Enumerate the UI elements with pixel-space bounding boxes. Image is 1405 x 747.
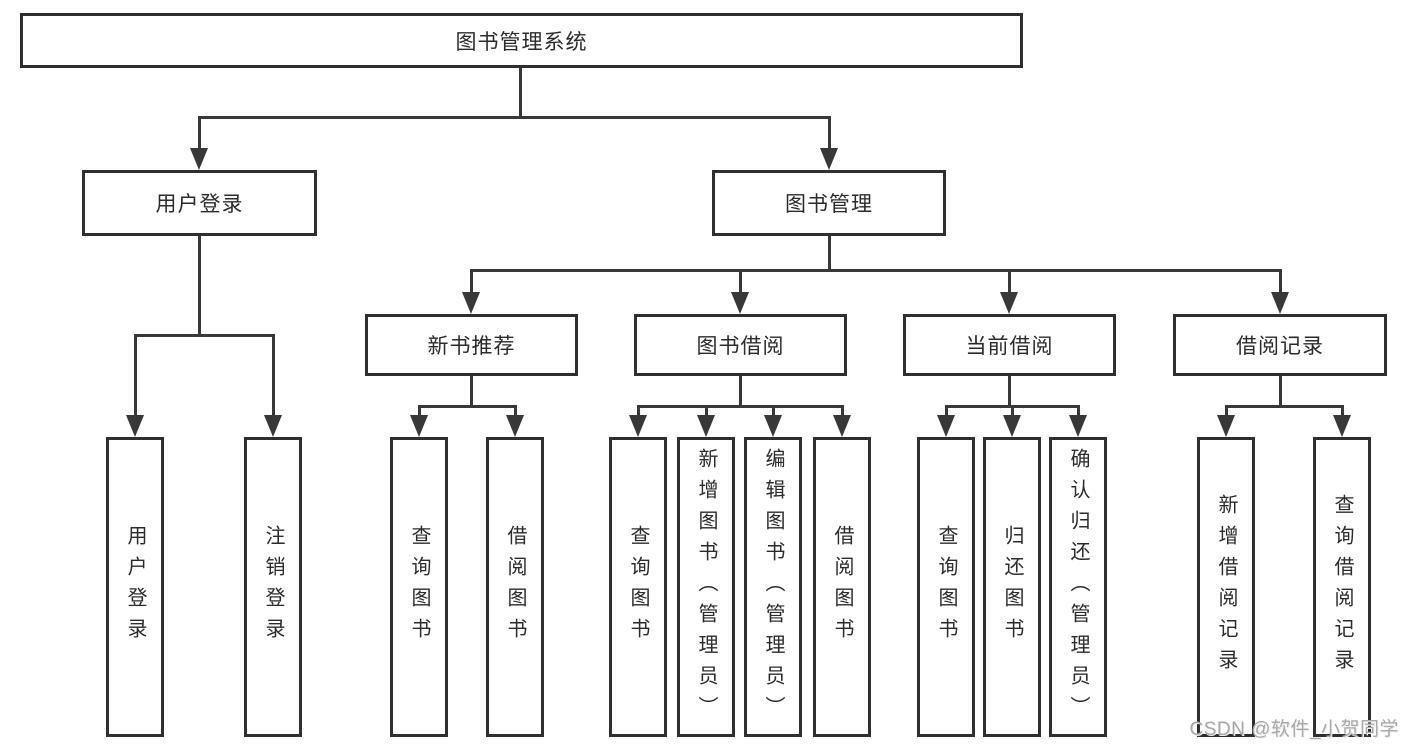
arrowhead-down-icon	[1217, 415, 1235, 437]
node-borrow-records-label: 借阅记录	[1236, 335, 1324, 358]
connector-book-mgmt-stem	[828, 236, 831, 272]
connector-drop-leaf	[705, 405, 708, 419]
connector-user-login-stem	[198, 236, 201, 336]
leaf-query-books-borrow: 查询图书	[609, 437, 667, 737]
leaf-user-login: 用户登录	[106, 437, 164, 737]
leaf-add-borrow-record: 新增借阅记录	[1197, 437, 1255, 737]
leaf-add-books-admin: 新增图书（管理员）	[677, 437, 735, 737]
arrowhead-down-icon	[833, 415, 851, 437]
arrowhead-down-icon	[462, 292, 480, 314]
node-current-borrow-label: 当前借阅	[965, 335, 1054, 358]
connector-new-book-bar	[418, 405, 517, 408]
arrowhead-down-icon	[1000, 292, 1018, 314]
node-new-book-recommend-label: 新书推荐	[427, 335, 516, 358]
leaf-return-books-label: 归还图书	[1001, 525, 1023, 649]
leaf-return-books: 归还图书	[983, 437, 1041, 737]
connector-drop-book-mgmt	[828, 116, 831, 154]
leaf-confirm-return-admin: 确认归还（管理员）	[1049, 437, 1107, 737]
connector-drop-leaf	[134, 334, 137, 420]
connector-book-borrow-bar	[637, 405, 844, 408]
node-book-borrow: 图书借阅	[634, 314, 847, 376]
connector-current-borrow-stem	[1008, 376, 1011, 407]
leaf-edit-books-admin: 编辑图书（管理员）	[744, 437, 802, 737]
connector-drop-leaf	[1341, 405, 1344, 419]
connector-drop-leaf	[418, 405, 421, 419]
connector-book-mgmt-bar	[470, 269, 1281, 272]
leaf-query-books-recommend: 查询图书	[390, 437, 448, 737]
connector-user-login-bar	[134, 334, 275, 337]
leaf-add-books-admin-label: 新增图书（管理员）	[695, 447, 717, 727]
node-book-borrow-label: 图书借阅	[696, 335, 785, 358]
leaf-borrow-books-recommend-label: 借阅图书	[504, 525, 526, 649]
arrowhead-down-icon	[697, 415, 715, 437]
leaf-borrow-books-recommend: 借阅图书	[486, 437, 544, 737]
connector-drop-leaf	[272, 334, 275, 420]
connector-drop-borrow-records	[1279, 269, 1282, 296]
connector-book-borrow-stem	[739, 376, 742, 407]
node-library-system-label: 图书管理系统	[455, 30, 588, 54]
arrowhead-down-icon	[731, 292, 749, 314]
arrowhead-down-icon	[1003, 415, 1021, 437]
arrowhead-down-icon	[410, 415, 428, 437]
node-user-login-label: 用户登录	[155, 193, 244, 216]
leaf-query-books-recommend-label: 查询图书	[408, 525, 430, 649]
leaf-borrow-books-label: 借阅图书	[831, 525, 853, 649]
arrowhead-down-icon	[820, 148, 838, 170]
connector-drop-leaf	[1077, 405, 1080, 419]
connector-drop-leaf	[514, 405, 517, 419]
leaf-edit-books-admin-label: 编辑图书（管理员）	[762, 447, 784, 727]
leaf-query-borrow-record: 查询借阅记录	[1313, 437, 1371, 737]
arrowhead-down-icon	[764, 415, 782, 437]
leaf-query-books-borrow-label: 查询图书	[627, 525, 649, 649]
connector-drop-user-login	[198, 116, 201, 154]
leaf-borrow-books: 借阅图书	[813, 437, 871, 737]
arrowhead-down-icon	[1333, 415, 1351, 437]
leaf-query-books-current: 查询图书	[917, 437, 975, 737]
node-book-management: 图书管理	[712, 170, 946, 236]
arrowhead-down-icon	[937, 415, 955, 437]
node-library-system: 图书管理系统	[20, 13, 1023, 68]
leaf-add-borrow-record-label: 新增借阅记录	[1215, 494, 1237, 680]
leaf-confirm-return-admin-label: 确认归还（管理员）	[1067, 447, 1089, 727]
connector-drop-leaf	[945, 405, 948, 419]
arrowhead-down-icon	[190, 148, 208, 170]
leaf-logout: 注销登录	[244, 437, 302, 737]
node-user-login: 用户登录	[82, 170, 317, 236]
connector-new-book-stem	[470, 376, 473, 407]
connector-borrow-records-stem	[1279, 376, 1282, 407]
leaf-query-books-current-label: 查询图书	[935, 525, 957, 649]
node-current-borrow: 当前借阅	[903, 314, 1116, 376]
arrowhead-down-icon	[629, 415, 647, 437]
arrowhead-down-icon	[1271, 292, 1289, 314]
arrowhead-down-icon	[1069, 415, 1087, 437]
connector-drop-leaf	[1011, 405, 1014, 419]
node-book-management-label: 图书管理	[785, 193, 873, 216]
connector-root-stem	[519, 68, 522, 118]
arrowhead-down-icon	[126, 415, 144, 437]
connector-drop-book-borrow	[739, 269, 742, 296]
connector-drop-leaf	[772, 405, 775, 419]
arrowhead-down-icon	[264, 415, 282, 437]
leaf-logout-label: 注销登录	[262, 525, 284, 649]
connector-drop-leaf	[637, 405, 640, 419]
node-new-book-recommend: 新书推荐	[365, 314, 578, 376]
connector-borrow-records-bar	[1225, 405, 1344, 408]
arrowhead-down-icon	[506, 415, 524, 437]
connector-drop-leaf	[1225, 405, 1228, 419]
watermark: CSDN @软件_小贺同学	[1189, 719, 1399, 740]
node-borrow-records: 借阅记录	[1173, 314, 1387, 376]
connector-drop-new-book	[470, 269, 473, 296]
connector-drop-current-borrow	[1008, 269, 1011, 296]
leaf-query-borrow-record-label: 查询借阅记录	[1331, 494, 1353, 680]
connector-root-bar	[198, 116, 831, 119]
leaf-user-login-label: 用户登录	[124, 525, 146, 649]
connector-drop-leaf	[841, 405, 844, 419]
